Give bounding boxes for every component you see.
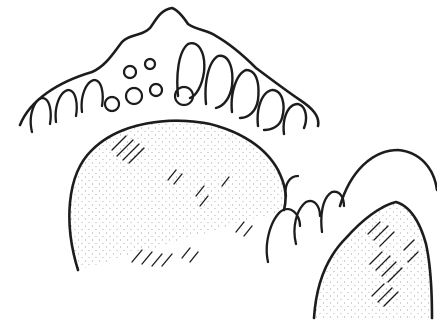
small-circles [105, 59, 193, 111]
tall-loop-row [177, 43, 306, 134]
large-rounded-body [69, 121, 285, 270]
right-shell [314, 150, 437, 318]
upper-ridge-with-loops [20, 8, 318, 134]
loop-row-left [31, 80, 103, 132]
